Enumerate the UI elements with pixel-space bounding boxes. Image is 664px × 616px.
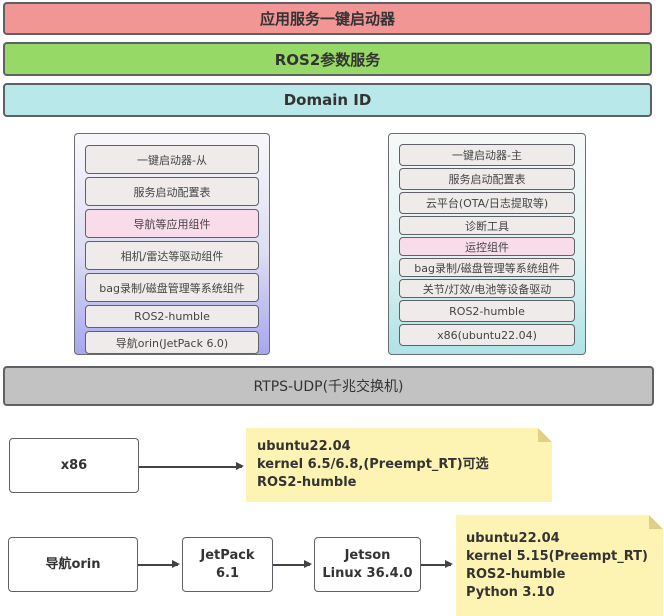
domain-id-band-label: Domain ID [283,91,372,109]
x86-node: x86 [9,438,139,493]
stack-layer: ROS2-humble [85,305,259,328]
arrow-icon [139,463,244,469]
stack-layer-label: 服务启动配置表 [133,185,211,199]
stack-layer-label: 运控组件 [465,240,509,254]
arrow-icon [273,561,312,567]
stack-layer-label: bag录制/磁盘管理等系统组件 [414,261,560,275]
orin-node: 导航orin [8,537,138,592]
stack-layer-label: 云平台(OTA/日志提取等) [425,197,549,210]
stack-layer-label: ROS2-humble [134,310,210,323]
stack-layer-label: 导航等应用组件 [133,217,211,231]
stack-layer: 服务启动配置表 [85,177,259,206]
stack-layer-label: bag录制/磁盘管理等系统组件 [99,281,245,295]
stack-layer-label: 诊断工具 [465,219,509,233]
note-line: ubuntu22.04 [257,439,351,454]
stack-layer-label: 关节/灯效/电池等设备驱动 [422,282,552,296]
network-band: RTPS-UDP(千兆交换机) [3,366,654,406]
stack-layer-label: x86(ubuntu22.04) [437,328,537,342]
launcher-band: 应用服务一键启动器 [3,2,652,35]
stack-layer: bag录制/磁盘管理等系统组件 [399,258,575,277]
domain-id-band: Domain ID [3,83,652,117]
stack-layer-highlighted: 运控组件 [399,237,575,256]
stack-layer: 一键启动器-从 [85,145,259,174]
jetpack-node: JetPack 6.1 [182,537,273,592]
stack-layer-label: 服务启动配置表 [448,173,526,186]
note-line: ubuntu22.04 [466,531,560,546]
orin-spec-note: ubuntu22.04 kernel 5.15(Preempt_RT) ROS2… [456,515,663,616]
stack-layer: 服务启动配置表 [399,168,575,190]
param-service-band-label: ROS2参数服务 [274,50,381,69]
stack-layer-label: ROS2-humble [449,304,525,318]
stack-layer: 导航orin(JetPack 6.0) [85,331,259,354]
arrow-icon [138,561,180,567]
stack-layer: bag录制/磁盘管理等系统组件 [85,273,259,302]
launcher-band-label: 应用服务一键启动器 [259,10,395,28]
stack-layer-label: 导航orin(JetPack 6.0) [115,336,229,350]
stack-layer: x86(ubuntu22.04) [399,324,575,346]
jetpack-version-label: 6.1 [215,565,240,581]
note-line: ROS2-humble [466,567,566,582]
note-line: kernel 6.5/6.8,(Preempt_RT)可选 [257,457,489,472]
orin-layer-list: 一键启动器-从 服务启动配置表 导航等应用组件 相机/雷达等驱动组件 bag录制… [85,145,259,354]
stack-layer: ROS2-humble [399,300,575,322]
jetpack-node-label: JetPack [200,547,255,563]
stack-layer-label: 相机/雷达等驱动组件 [120,249,224,263]
x86-software-stack: 一键启动器-主 服务启动配置表 云平台(OTA/日志提取等) 诊断工具 运控组件… [388,133,586,355]
orin-software-stack: 一键启动器-从 服务启动配置表 导航等应用组件 相机/雷达等驱动组件 bag录制… [74,133,270,355]
jetson-linux-node-label: Jetson [344,547,391,563]
note-line: kernel 5.15(Preempt_RT) [466,549,648,564]
stack-layer: 关节/灯效/电池等设备驱动 [399,279,575,298]
stack-layer-label: 一键启动器-主 [452,149,522,162]
note-line: ROS2-humble [257,475,357,490]
stack-layer: 一键启动器-主 [399,144,575,166]
note-line: Python 3.10 [466,585,555,600]
arrow-icon [421,561,453,567]
orin-node-label: 导航orin [45,556,101,572]
stack-layer-label: 一键启动器-从 [137,153,207,167]
stack-layer: 云平台(OTA/日志提取等) [399,192,575,214]
network-band-label: RTPS-UDP(千兆交换机) [253,379,404,395]
jetson-linux-node: Jetson Linux 36.4.0 [314,537,421,592]
x86-layer-list: 一键启动器-主 服务启动配置表 云平台(OTA/日志提取等) 诊断工具 运控组件… [399,144,575,346]
stack-layer: 相机/雷达等驱动组件 [85,241,259,270]
stack-layer: 诊断工具 [399,216,575,235]
stack-layer-highlighted: 导航等应用组件 [85,209,259,238]
jetson-linux-version-label: Linux 36.4.0 [322,565,413,581]
x86-node-label: x86 [60,457,88,473]
x86-spec-note: ubuntu22.04 kernel 6.5/6.8,(Preempt_RT)可… [246,428,552,502]
param-service-band: ROS2参数服务 [3,42,652,76]
